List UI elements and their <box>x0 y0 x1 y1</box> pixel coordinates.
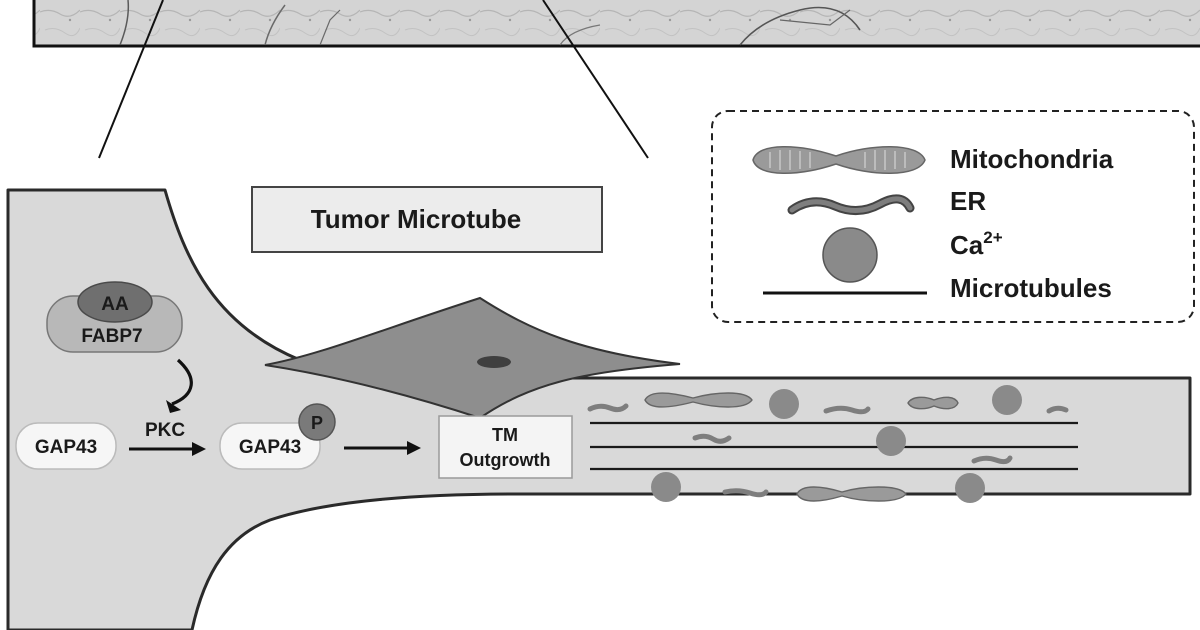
legend-calcium-charge: 2+ <box>983 228 1002 247</box>
tm-outgrowth-line2: Outgrowth <box>460 450 551 470</box>
title-box: Tumor Microtube <box>252 187 602 252</box>
gap43-right-label: GAP43 <box>239 437 301 458</box>
tm-outgrowth-box: TM Outgrowth <box>439 416 572 478</box>
legend-mitochondria-label: Mitochondria <box>950 144 1114 174</box>
legend-microtubules-label: Microtubules <box>950 273 1112 303</box>
legend-calcium-icon <box>823 228 877 282</box>
pkc-label: PKC <box>145 420 185 441</box>
diagram-title: Tumor Microtube <box>311 204 521 234</box>
gap43-left-label: GAP43 <box>35 437 97 458</box>
gap43-unphosphorylated: GAP43 <box>16 423 116 469</box>
fabp7-label: FABP7 <box>81 326 142 347</box>
legend-er-label: ER <box>950 186 986 216</box>
legend-calcium-base: Ca <box>950 230 984 260</box>
microscopy-image <box>34 0 1200 46</box>
aa-label: AA <box>101 294 129 315</box>
phospho-label: P <box>311 413 323 433</box>
legend: Mitochondria ER Ca2+ Microtubules <box>712 111 1194 322</box>
tm-outgrowth-line1: TM <box>492 425 518 445</box>
